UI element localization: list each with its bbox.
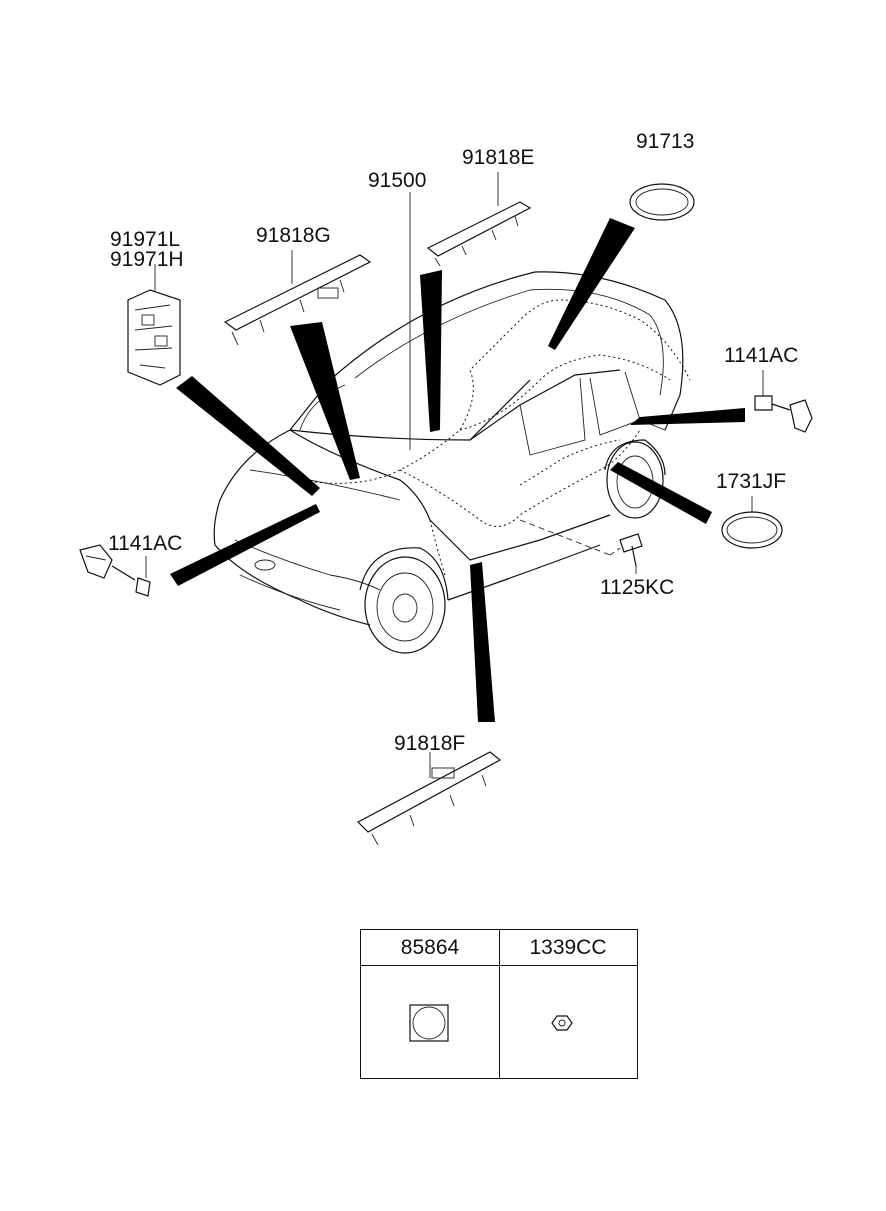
label-91500: 91500	[368, 169, 426, 192]
bolt-1141ac-left-part	[79, 544, 151, 597]
pointer-wedges	[170, 218, 745, 722]
square-pad-icon	[409, 1004, 449, 1042]
callout-labels: 91971L 91971H 91818G 91500 91818E 91713 …	[108, 130, 798, 755]
protector-91818f-part	[357, 751, 502, 846]
label-1125kc: 1125KC	[600, 576, 674, 599]
protector-91818g-part	[223, 250, 372, 346]
junction-block-part	[127, 264, 181, 386]
wire-harness	[299, 299, 691, 576]
label-91818g: 91818G	[256, 224, 331, 247]
label-91971l: 91971L	[110, 228, 180, 251]
label-1731jf: 1731JF	[716, 470, 786, 493]
car-body	[213, 271, 684, 654]
grommet-91713-part	[629, 183, 695, 221]
parts-table: 85864 1339CC	[360, 929, 638, 1079]
table-divider-vertical	[499, 930, 500, 1078]
protector-91818e-part	[426, 172, 532, 267]
label-91713: 91713	[636, 130, 694, 153]
table-header-col1: 85864	[400, 936, 460, 959]
bolt-1125kc-part	[609, 533, 643, 574]
grommet-1731jf-part	[721, 496, 783, 549]
label-91971h: 91971H	[110, 248, 184, 271]
label-1141ac-right: 1141AC	[724, 344, 798, 367]
label-91818f: 91818F	[394, 732, 465, 755]
bolt-1141ac-right-part	[754, 370, 813, 433]
nut-icon	[551, 1015, 573, 1031]
table-header-col2: 1339CC	[529, 936, 607, 959]
table-icons	[409, 1004, 573, 1042]
label-1141ac-left: 1141AC	[108, 532, 182, 555]
label-91818e: 91818E	[462, 146, 534, 169]
